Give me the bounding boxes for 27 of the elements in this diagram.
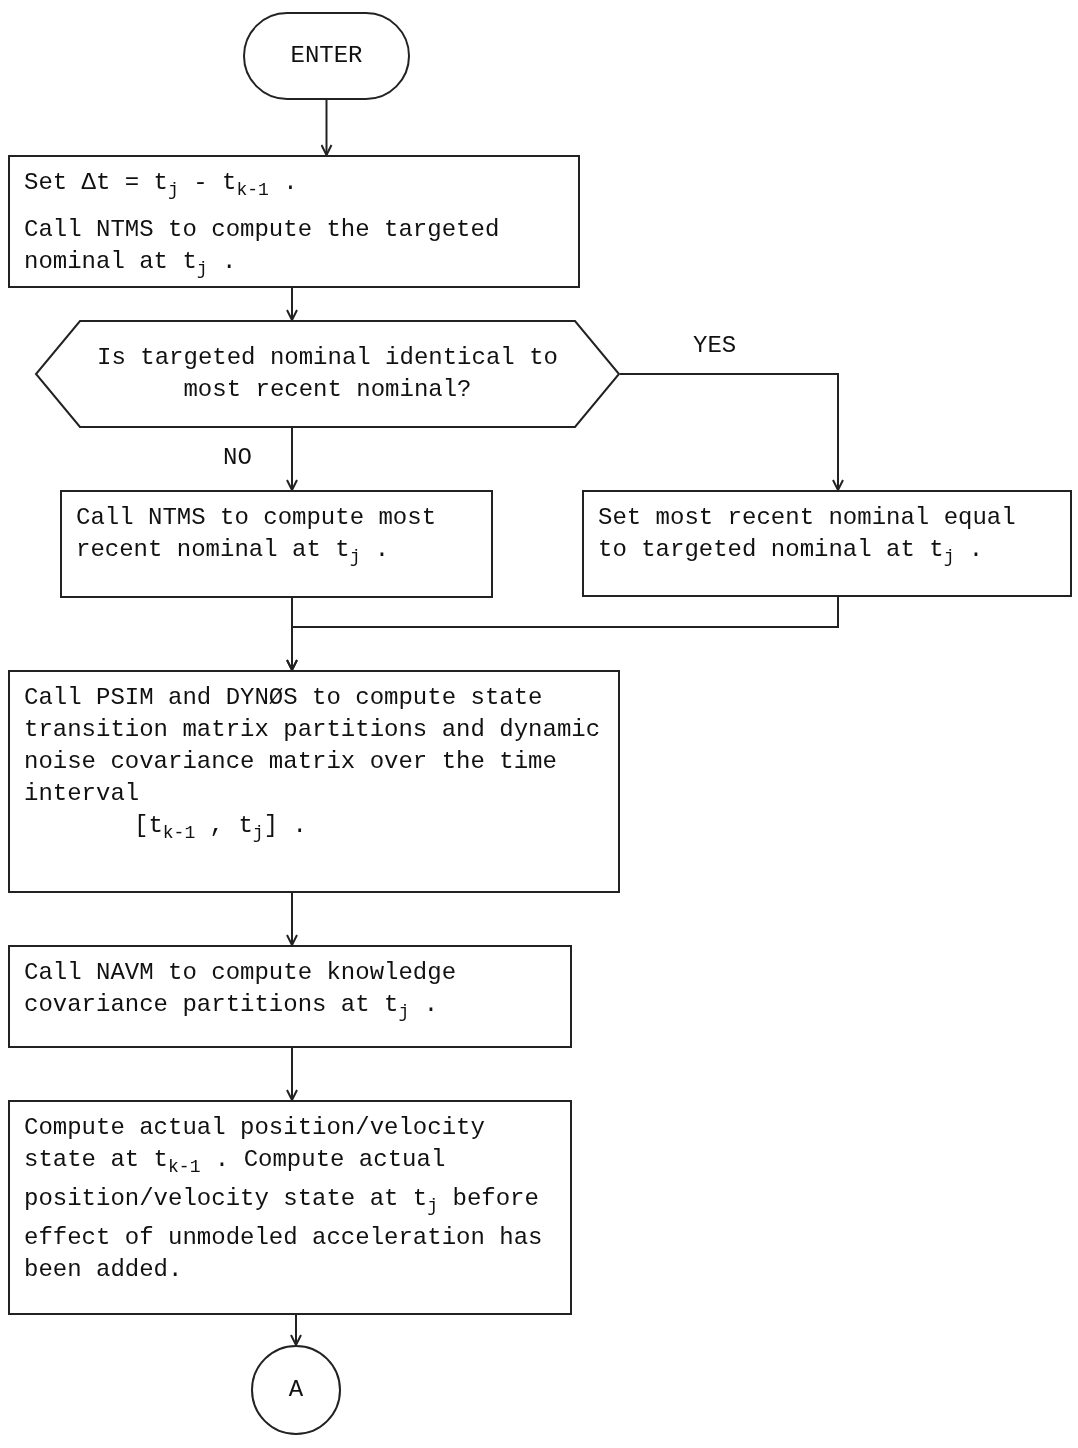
- arrow: [290, 1314, 302, 1346]
- arrow: [619, 373, 844, 491]
- node-text: [t$_{k-1}$ , t$_{j}$] .: [133, 811, 308, 845]
- process-box: [8, 1100, 572, 1315]
- arrow: [286, 287, 298, 321]
- arrow: [286, 427, 298, 491]
- process-box: [60, 490, 493, 598]
- arrow: [320, 99, 333, 156]
- node-text: Set most recent nominal equal to targeted nominal at t$_{j}$ .: [598, 503, 1017, 569]
- process-box: [582, 490, 1072, 597]
- node-text: Compute actual position/velocity state at t$_{k-1}$ . Compute actual position/velocity state at t$_{j}$ before effect of unmodeled acceleration has been added.: [24, 1113, 544, 1285]
- process-box: [8, 155, 580, 288]
- node-text: Set Δt = t$_{j}$ - t$_{k-1}$ .: [24, 168, 299, 202]
- node-text: Is targeted nominal identical to most recent nominal?: [96, 343, 559, 405]
- arrow: [286, 1047, 298, 1101]
- node-text: Call NAVM to compute knowledge covariance partitions at t$_{j}$ .: [24, 958, 458, 1024]
- process-box: [8, 670, 620, 893]
- arrow: [286, 596, 839, 671]
- node-text: A: [288, 1375, 304, 1405]
- node-text: Call NTMS to compute the targeted nominal at t$_{j}$ .: [24, 214, 501, 281]
- connector-circle: [251, 1345, 341, 1435]
- node-text: Call NTMS to compute most recent nominal at t$_{j}$ .: [76, 503, 438, 569]
- node-text: ENTER: [290, 41, 363, 71]
- decision-hexagon: [35, 320, 620, 428]
- node-text: Call PSIM and DYNØS to compute state transition matrix partitions and dynamic noise covariance matrix over the time interval: [24, 683, 602, 809]
- arrow: [286, 892, 298, 946]
- process-box: [8, 945, 572, 1048]
